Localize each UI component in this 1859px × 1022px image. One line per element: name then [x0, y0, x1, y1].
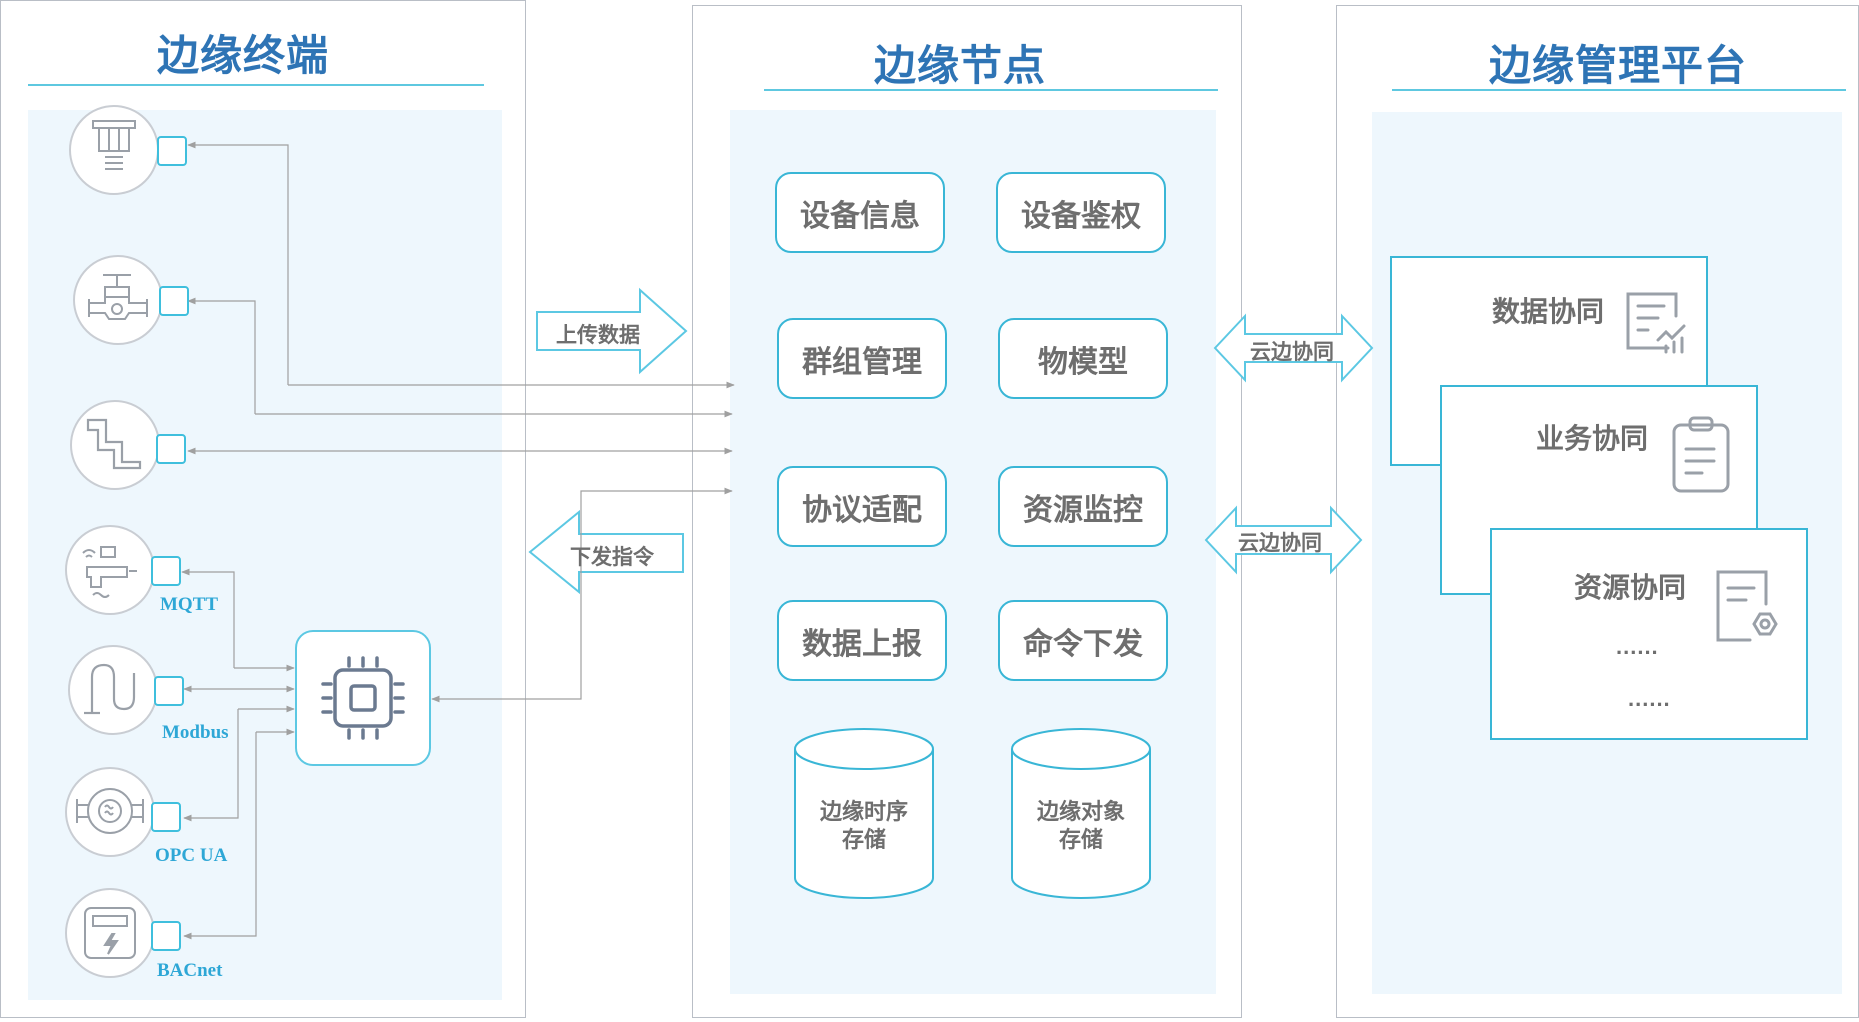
function-box-resource-monitor: 资源监控: [998, 466, 1168, 547]
function-box-group-mgmt: 群组管理: [777, 318, 947, 399]
document-gear-icon: [1716, 570, 1778, 642]
collab-card-resource: 资源协同 ...... ......: [1490, 528, 1808, 740]
storage-cylinder-timeseries: [794, 728, 934, 899]
collab-card-resource-ellipsis-2: ......: [1628, 686, 1671, 711]
function-box-data-report: 数据上报: [777, 600, 947, 681]
storage-label-object-line1: 边缘对象: [1036, 799, 1125, 824]
pipe-icon: [86, 418, 142, 470]
edge-gateway: [295, 630, 431, 766]
collab-card-resource-ellipsis-1: ......: [1616, 634, 1659, 659]
device-hose: [68, 645, 158, 735]
function-box-protocol-adapt: 协议适配: [777, 466, 947, 547]
terminal-panel-title: 边缘终端: [156, 32, 329, 79]
storage-label-object-line2: 存储: [1058, 827, 1103, 852]
device-port-faucet: [151, 556, 181, 586]
node-panel-title: 边缘节点: [873, 42, 1046, 89]
chip-icon: [321, 656, 405, 740]
node-title-underline: [764, 89, 1218, 91]
storage-cylinder-object: [1011, 728, 1151, 899]
hose-icon: [84, 663, 136, 715]
device-port-sprinkler: [157, 136, 187, 166]
collab-card-resource-title: 资源协同: [1574, 572, 1687, 603]
device-pump: [65, 767, 155, 857]
device-port-meter: [151, 921, 181, 951]
sprinkler-icon: [92, 120, 136, 170]
function-box-command-issue: 命令下发: [998, 600, 1168, 681]
collab-card-data-title: 数据协同: [1492, 296, 1605, 327]
collab-card-business-title: 业务协同: [1536, 423, 1649, 454]
collab-arrow-top: [1213, 313, 1374, 383]
clipboard-icon: [1672, 416, 1730, 493]
electric-meter-icon: [84, 907, 136, 959]
command-label: 下发指令: [570, 546, 654, 569]
collab-label-bottom: 云边协同: [1238, 532, 1322, 555]
pump-icon: [76, 788, 144, 834]
wireless-faucet-icon: [82, 546, 137, 598]
device-wireless-faucet: [65, 525, 155, 615]
collab-label-top: 云边协同: [1250, 341, 1334, 364]
collab-arrow-bottom: [1204, 505, 1363, 575]
device-pipe: [70, 400, 160, 490]
device-port-pipe: [156, 434, 186, 464]
function-box-device-info: 设备信息: [775, 172, 945, 253]
upload-data-label: 上传数据: [556, 324, 640, 347]
protocol-label-bacnet: BACnet: [157, 960, 223, 981]
terminal-title-underline: [28, 84, 484, 86]
storage-label-timeseries-line1: 边缘时序: [819, 799, 908, 824]
protocol-label-modbus: Modbus: [162, 722, 229, 743]
connector-lines: [181, 141, 735, 940]
device-port-hose: [154, 676, 184, 706]
protocol-label-mqtt: MQTT: [160, 594, 219, 615]
platform-title-underline: [1392, 89, 1846, 91]
device-sprinkler: [69, 105, 159, 195]
valve-icon: [88, 274, 148, 320]
device-electric-meter: [65, 888, 155, 978]
data-report-icon: [1626, 292, 1686, 354]
storage-label-timeseries-line2: 存储: [841, 827, 886, 852]
storage-label-object: 边缘对象 存储: [1012, 798, 1150, 854]
function-box-device-auth: 设备鉴权: [996, 172, 1166, 253]
function-box-thing-model: 物模型: [998, 318, 1168, 399]
upload-data-arrow: [536, 287, 688, 375]
device-port-pump: [151, 802, 181, 832]
protocol-label-opcua: OPC UA: [155, 845, 228, 866]
device-valve: [73, 255, 163, 345]
device-port-valve: [159, 286, 189, 316]
storage-label-timeseries: 边缘时序 存储: [795, 798, 933, 854]
platform-panel-title: 边缘管理平台: [1488, 42, 1747, 89]
